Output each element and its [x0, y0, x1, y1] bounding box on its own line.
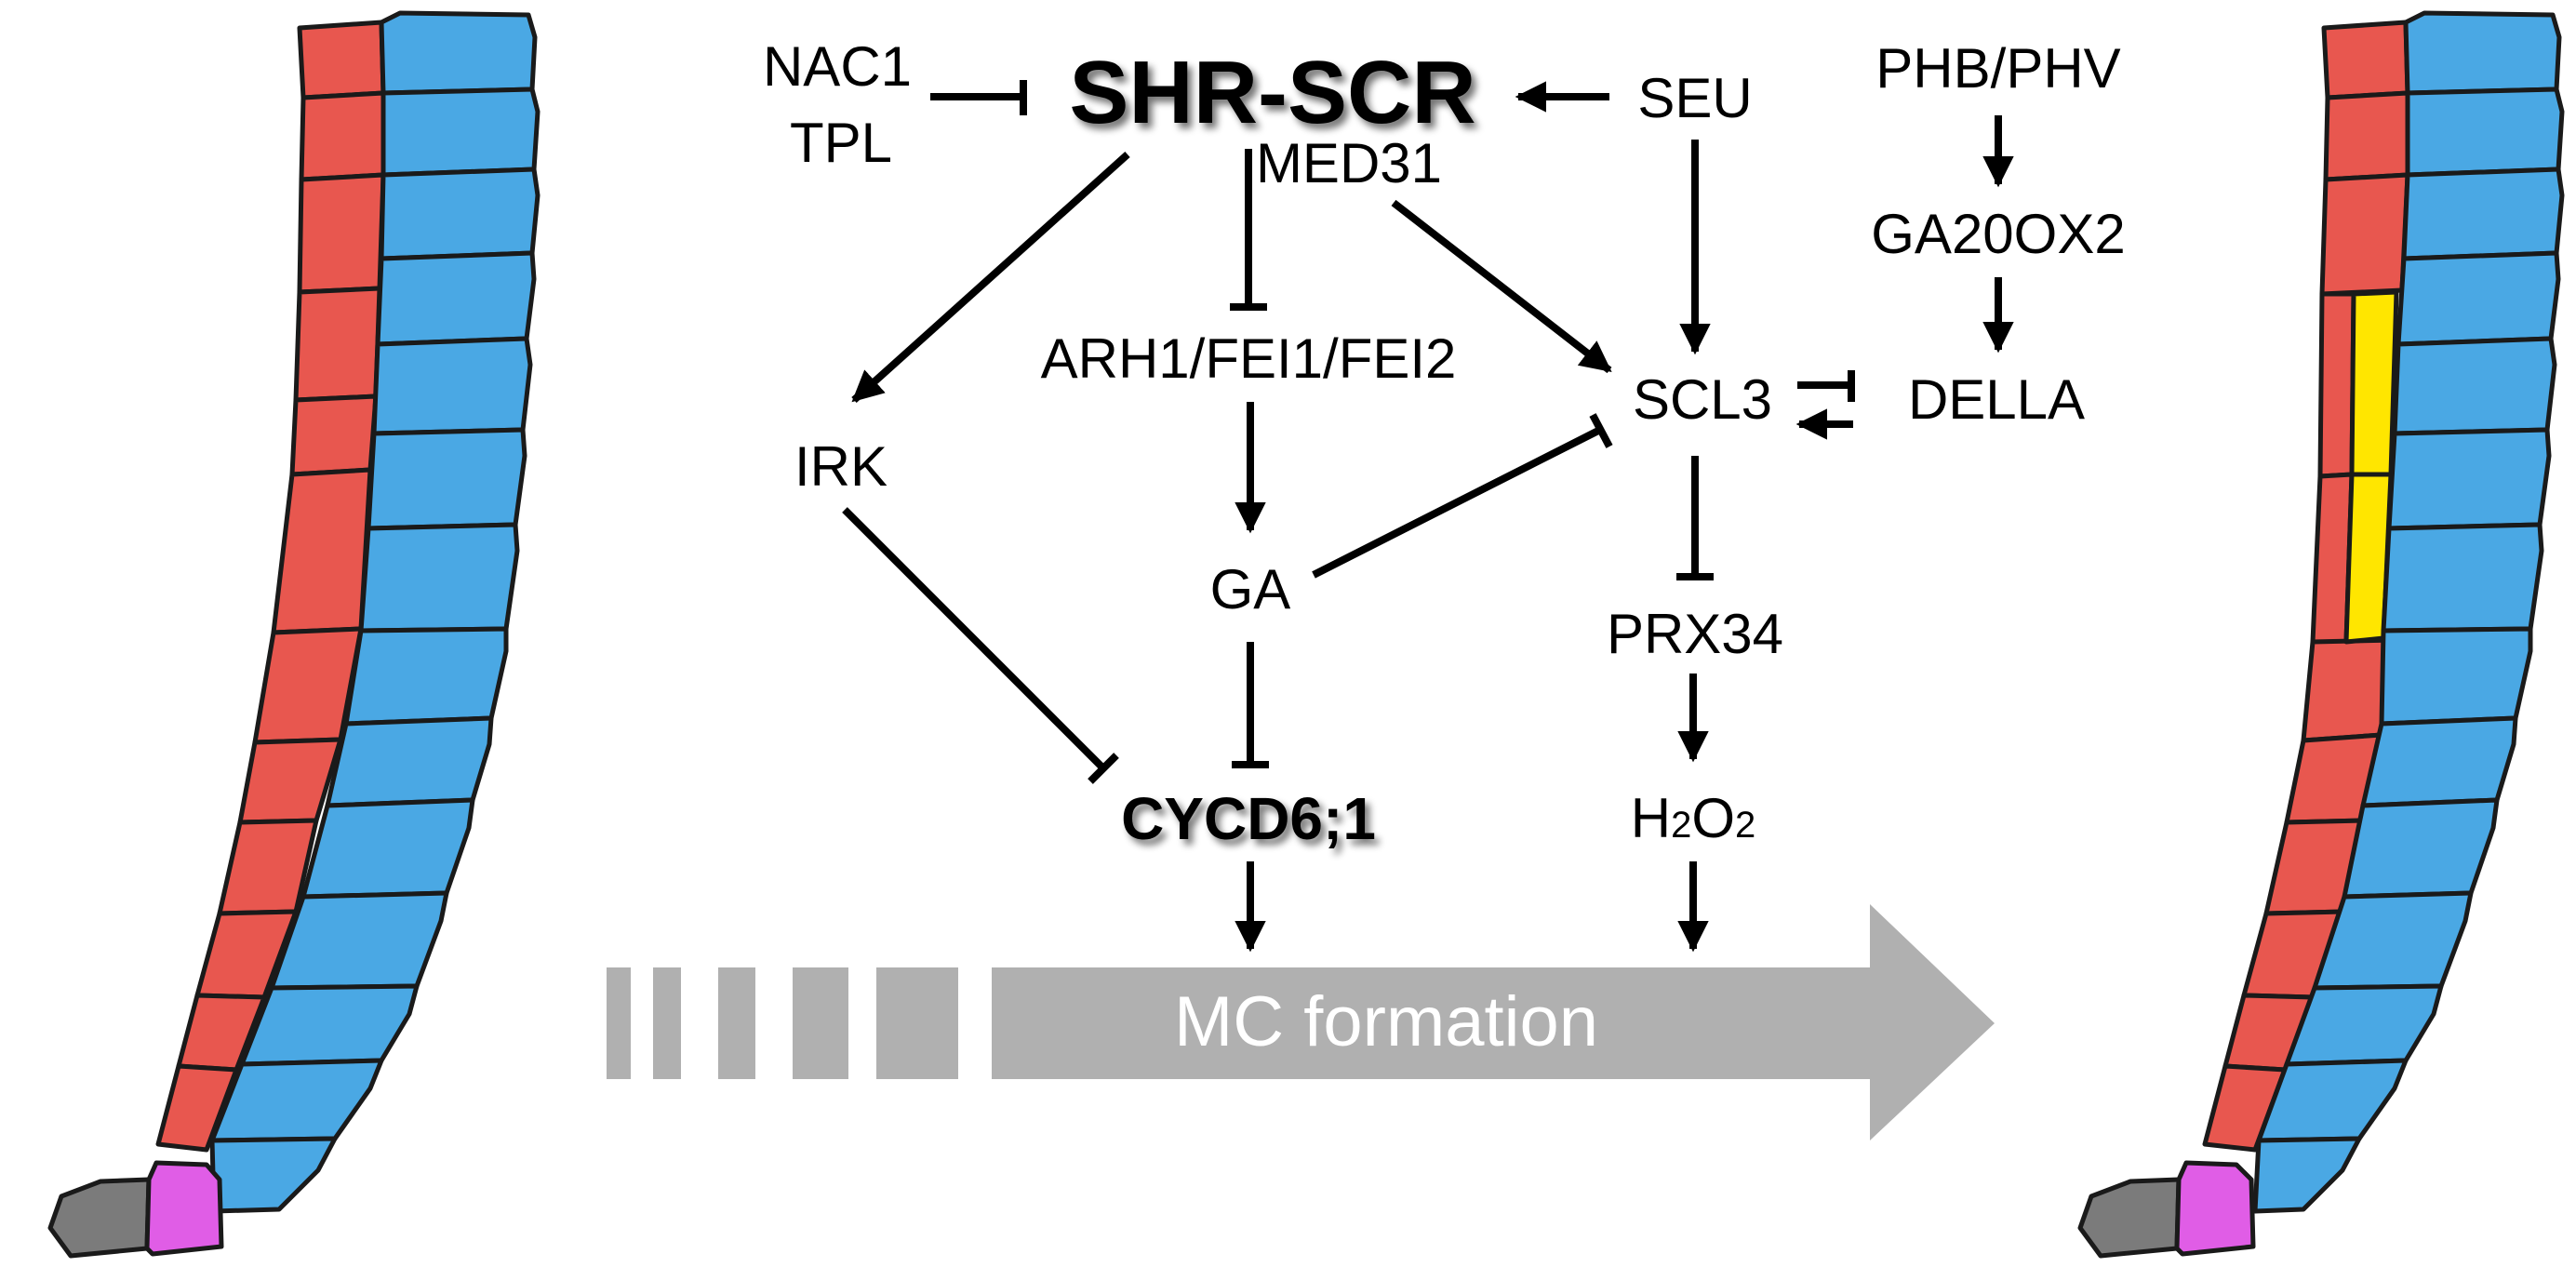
- inhibit-bar: [1088, 753, 1119, 784]
- node-scl3: SCL3: [1633, 368, 1772, 431]
- right-middle-cortex-layer: [2343, 289, 2399, 645]
- node-labels: NAC1 TPL SHR-SCR SEU PHB/PHV MED31 GA20O…: [763, 35, 2126, 852]
- node-arh1-fei1-fei2: ARH1/FEI1/FEI2: [1041, 327, 1457, 390]
- left-endodermis-layer: [155, 20, 386, 1153]
- node-tpl: TPL: [790, 112, 892, 174]
- node-h2o2: H2O2: [1631, 787, 1756, 849]
- right-columella-cell: [2077, 1177, 2182, 1259]
- edge-ga-inhibits-scl3: [1312, 426, 1602, 579]
- arrow-body: [992, 904, 1995, 1140]
- node-phb-phv: PHB/PHV: [1875, 37, 2120, 100]
- edge-irk-inhibits-cycd6: [842, 507, 1106, 771]
- left-qc-cell: [144, 1160, 224, 1257]
- edge-shrscr-activates-scl3: [1391, 199, 1612, 374]
- node-med31: MED31: [1256, 132, 1442, 194]
- dash-segment: [793, 967, 848, 1079]
- left-cortex-layer: [209, 10, 541, 1214]
- left-root-illustration: [47, 10, 541, 1259]
- node-cycd6-1: CYCD6;1: [1121, 785, 1376, 852]
- node-ga20ox2: GA20OX2: [1871, 203, 2126, 265]
- node-nac1: NAC1: [763, 35, 912, 98]
- dash-segment: [653, 967, 681, 1079]
- mc-formation-label: MC formation: [1174, 982, 1598, 1061]
- node-shr-scr: SHR-SCR: [1069, 43, 1475, 142]
- dash-segment: [876, 967, 958, 1079]
- right-cortex-layer: [2252, 10, 2565, 1214]
- node-prx34: PRX34: [1607, 603, 1783, 665]
- left-columella-cell: [47, 1177, 152, 1259]
- edges: [842, 80, 2014, 953]
- dash-segment: [607, 967, 631, 1079]
- edge-shrscr-activates-irk: [851, 152, 1130, 403]
- node-irk: IRK: [794, 435, 888, 498]
- right-root-illustration: [2077, 10, 2565, 1259]
- mc-formation-arrow: MC formation: [607, 904, 1995, 1140]
- right-qc-cell: [2174, 1160, 2256, 1257]
- node-ga: GA: [1210, 558, 1291, 620]
- node-della: DELLA: [1908, 368, 2085, 431]
- inhibit-bar: [1589, 413, 1613, 448]
- dash-segment: [718, 967, 755, 1079]
- node-seu: SEU: [1637, 67, 1752, 129]
